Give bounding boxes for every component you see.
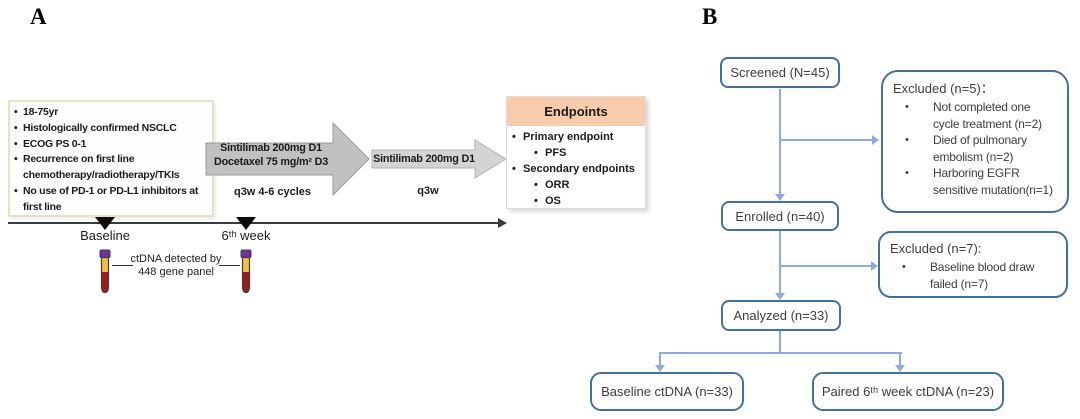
endpoint-row: OS <box>509 193 643 209</box>
flow-box-excluded-5: Excluded (n=5)： Not completed one cycle … <box>881 70 1069 213</box>
timeline-marker-icon <box>236 217 256 230</box>
excluded-7-item: Baseline blood draw failed (n=7) <box>890 259 1060 292</box>
timepoint-week6-label: 6ᵗʰ week <box>221 228 271 243</box>
endpoint-row: PFS <box>509 145 643 161</box>
arrowhead-down-icon <box>775 293 785 300</box>
arrowhead-right-icon <box>872 135 879 145</box>
treatment-1-schedule-label: q3w 4-6 cycles <box>233 186 312 198</box>
assay-label: ctDNA detected by 448 gene panel <box>130 253 222 278</box>
arrowhead-down-icon <box>655 365 665 372</box>
flow-box-screened: Screened (N=45) <box>720 57 840 88</box>
treatment-arrow-2-icon <box>371 139 507 179</box>
blood-tube-icon <box>240 249 252 294</box>
endpoint-row: ORR <box>509 177 643 193</box>
panel-a-label: A <box>30 4 47 29</box>
endpoint-row: Secondary endpoints <box>509 161 643 177</box>
endpoints-box: Endpoints Primary endpoint PFS Secondary… <box>506 96 646 209</box>
assay-connector-line <box>219 265 240 266</box>
endpoints-title: Endpoints <box>507 97 645 126</box>
excluded-5-item: Died of pulmonary embolism (n=2) <box>893 132 1061 165</box>
eligibility-item: ECOG PS 0-1 <box>13 137 210 153</box>
arrowhead-right-icon <box>871 261 878 271</box>
endpoints-list: Primary endpoint PFS Secondary endpoints… <box>507 126 645 212</box>
flow-box-paired-ctdna: Paired 6ᵗʰ week ctDNA (n=23) <box>812 372 1004 411</box>
assay-connector-line <box>112 265 133 266</box>
connector-line <box>659 352 902 354</box>
treatment-2-drug-label: Sintilimab 200mg D1 <box>373 153 475 165</box>
excluded-5-item: Harboring EGFR sensitive mutation(n=1) <box>893 165 1061 198</box>
connector-line <box>779 89 781 196</box>
treatment-2-schedule-label: q3w <box>417 185 439 197</box>
eligibility-item: Histologically confirmed NSCLC <box>13 121 210 137</box>
timepoint-baseline-label: Baseline <box>80 228 130 243</box>
excluded-5-list: Not completed one cycle treatment (n=2) … <box>893 99 1061 198</box>
eligibility-item: 18-75yr <box>13 105 210 121</box>
treatment-arrow-1-icon <box>205 121 370 197</box>
excluded-5-title: Excluded (n=5)： <box>893 81 994 96</box>
blood-tube-icon <box>99 249 111 294</box>
eligibility-item: No use of PD-1 or PD-L1 inhibitors at fi… <box>13 184 210 216</box>
timeline-arrowhead-icon <box>498 218 507 228</box>
flow-box-enrolled: Enrolled (n=40) <box>721 201 839 231</box>
connector-line <box>659 352 661 366</box>
timeline-marker-icon <box>95 217 115 230</box>
excluded-5-item: Not completed one cycle treatment (n=2) <box>893 99 1061 132</box>
panel-b-label: B <box>702 4 718 29</box>
excluded-7-list: Baseline blood draw failed (n=7) <box>890 259 1060 292</box>
connector-line <box>780 265 872 267</box>
excluded-7-title: Excluded (n=7): <box>890 241 982 256</box>
connector-line <box>780 139 873 141</box>
arrowhead-down-icon <box>895 365 905 372</box>
endpoint-row: Primary endpoint <box>509 129 643 145</box>
flow-box-excluded-7: Excluded (n=7): Baseline blood draw fail… <box>878 231 1068 298</box>
treatment-1-drug-label: Sintilimab 200mg D1 Docetaxel 75 mg/m² D… <box>213 142 328 168</box>
eligibility-item: Recurrence on first line chemotherapy/ra… <box>13 152 210 184</box>
flow-box-baseline-ctdna: Baseline ctDNA (n=33) <box>590 372 744 411</box>
connector-line <box>899 352 901 366</box>
eligibility-list: 18-75yr Histologically confirmed NSCLC E… <box>13 105 210 216</box>
arrowhead-down-icon <box>775 194 785 201</box>
connector-line <box>779 331 781 354</box>
connector-line <box>779 231 781 293</box>
eligibility-box: 18-75yr Histologically confirmed NSCLC E… <box>8 100 214 217</box>
flow-box-analyzed: Analyzed (n=33) <box>721 300 841 331</box>
